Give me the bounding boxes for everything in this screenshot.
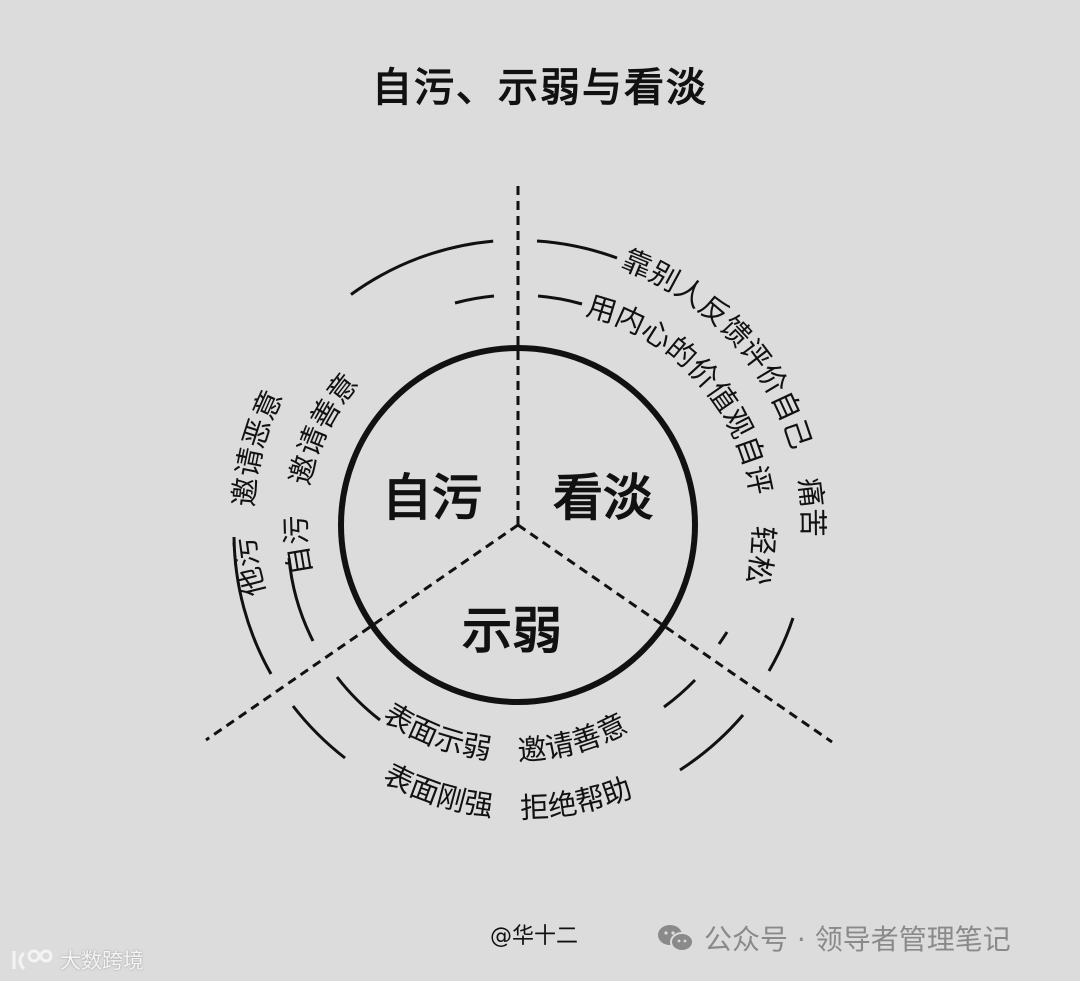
arc-top-right-middle xyxy=(537,294,583,306)
arc-right-outer xyxy=(767,617,795,672)
wechat-watermark: 公众号 · 领导者管理笔记 xyxy=(656,918,1011,958)
brand-logo-icon xyxy=(10,947,54,973)
label-show-weakness: 示弱 xyxy=(462,601,562,660)
arc-top-left-middle xyxy=(454,294,495,305)
author-credit: @华十二 xyxy=(490,924,579,949)
arc-top-right-outer xyxy=(536,239,618,260)
arc-bottom-left-middle xyxy=(335,676,381,722)
brand-watermark: 大数跨境 xyxy=(10,945,144,975)
arc-bottom-right-outer xyxy=(679,714,745,772)
arc-text-left-outer: 他污 邀请恶意 xyxy=(227,385,290,600)
label-self-smear: 自污 xyxy=(382,468,482,527)
arc-bottom-right-middle xyxy=(663,678,697,709)
arc-left-middle xyxy=(287,557,315,642)
wechat-icon xyxy=(656,923,696,953)
arc-left-outer xyxy=(232,536,273,675)
arc-bottom-left-outer xyxy=(291,705,346,760)
divider-left xyxy=(205,523,519,742)
wechat-account-label: 公众号 · 领导者管理笔记 xyxy=(704,923,1011,956)
brand-watermark-label: 大数跨境 xyxy=(60,949,144,973)
divider-right xyxy=(517,523,833,744)
arc-text-bottom-inner: 表面示弱 邀请善意 xyxy=(378,696,633,767)
core-circle xyxy=(338,345,698,705)
label-indifference: 看淡 xyxy=(553,468,654,527)
page-title: 自污、示弱与看淡 xyxy=(372,64,708,111)
arc-top-left-outer xyxy=(350,239,494,296)
arc-right-middle xyxy=(717,631,729,645)
